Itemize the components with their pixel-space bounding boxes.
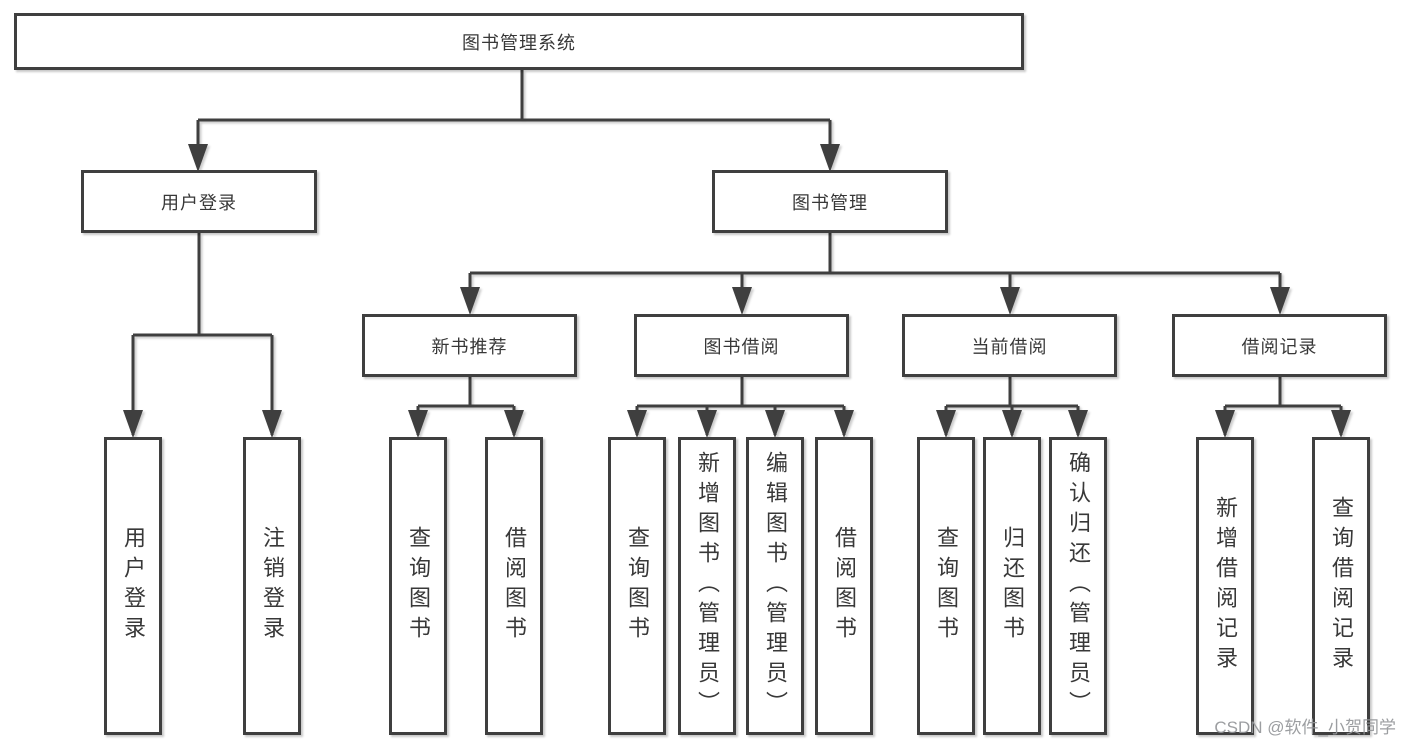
leaf-query-borrow-record: 查询借阅记录 [1312, 437, 1370, 735]
leaf-query-books-borrow: 查询图书 [608, 437, 666, 735]
leaf-query-books-recommend: 查询图书 [389, 437, 447, 735]
box-new-book-recommend-label: 新书推荐 [431, 336, 508, 357]
leaf-confirm-return-admin: 确认归还（管理员） [1049, 437, 1107, 735]
box-current-borrow-label: 当前借阅 [971, 336, 1048, 357]
leaf-confirm-return-admin-label: 确认归还（管理员） [1066, 451, 1091, 721]
tree-edges [131, 70, 1343, 435]
leaf-borrow-books-label: 借阅图书 [832, 526, 857, 646]
leaf-return-books-label: 归还图书 [1000, 526, 1025, 646]
leaf-user-login: 用户登录 [104, 437, 162, 735]
leaf-query-books-current: 查询图书 [917, 437, 975, 735]
box-book-management: 图书管理 [712, 170, 948, 233]
leaf-return-books: 归还图书 [983, 437, 1041, 735]
leaf-logout: 注销登录 [243, 437, 301, 735]
csdn-watermark: CSDN @软件_小贺同学 [1214, 718, 1396, 737]
leaf-query-books-recommend-label: 查询图书 [406, 526, 431, 646]
leaf-query-borrow-record-label: 查询借阅记录 [1329, 496, 1354, 676]
box-library-system: 图书管理系统 [14, 13, 1024, 70]
leaf-edit-book-admin-label: 编辑图书（管理员） [763, 451, 788, 721]
box-book-borrow: 图书借阅 [634, 314, 849, 377]
leaf-add-borrow-record-label: 新增借阅记录 [1213, 496, 1238, 676]
leaf-add-book-admin-label: 新增图书（管理员） [695, 451, 720, 721]
leaf-add-book-admin: 新增图书（管理员） [678, 437, 736, 735]
box-borrow-records: 借阅记录 [1172, 314, 1387, 377]
box-borrow-records-label: 借阅记录 [1241, 336, 1318, 357]
box-new-book-recommend: 新书推荐 [362, 314, 577, 377]
leaf-add-borrow-record: 新增借阅记录 [1196, 437, 1254, 735]
leaf-borrow-books-recommend-label: 借阅图书 [502, 526, 527, 646]
box-library-system-label: 图书管理系统 [462, 32, 576, 53]
leaf-edit-book-admin: 编辑图书（管理员） [746, 437, 804, 735]
box-user-login: 用户登录 [81, 170, 317, 233]
leaf-borrow-books-recommend: 借阅图书 [485, 437, 543, 735]
box-book-borrow-label: 图书借阅 [703, 336, 780, 357]
box-user-login-label: 用户登录 [161, 192, 237, 213]
leaf-query-books-current-label: 查询图书 [934, 526, 959, 646]
box-book-management-label: 图书管理 [792, 192, 868, 213]
leaf-borrow-books: 借阅图书 [815, 437, 873, 735]
box-current-borrow: 当前借阅 [902, 314, 1117, 377]
leaf-query-books-borrow-label: 查询图书 [625, 526, 650, 646]
arrowheads [123, 144, 1351, 438]
leaf-logout-label: 注销登录 [260, 526, 285, 646]
leaf-user-login-label: 用户登录 [121, 526, 146, 646]
